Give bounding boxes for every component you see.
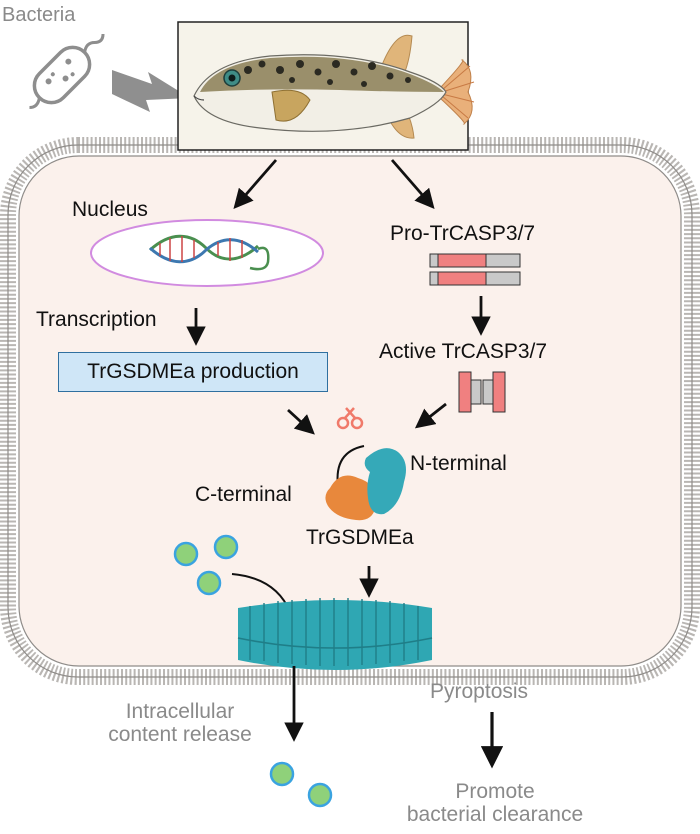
clearance-line1: Promote bbox=[455, 780, 535, 803]
content-release-line2: content release bbox=[108, 723, 252, 747]
nucleus-label: Nucleus bbox=[72, 198, 148, 221]
active-caspase-label: Active TrCASP3/7 bbox=[379, 340, 548, 363]
n-terminal-label: N-terminal bbox=[410, 452, 507, 475]
clearance-label: Promote bacterial clearance bbox=[390, 780, 600, 826]
vesicles-released bbox=[269, 761, 333, 808]
pyroptosis-label: Pyroptosis bbox=[430, 680, 529, 703]
arrow-production-to-gsdme bbox=[287, 408, 315, 435]
trgsdmea-label: TrGSDMEa bbox=[306, 526, 414, 549]
membrane-pore bbox=[237, 598, 433, 670]
content-release-line1: Intracellular bbox=[125, 700, 235, 723]
lightning-icon bbox=[112, 70, 190, 112]
dna-icon bbox=[148, 234, 270, 271]
pro-caspase-label: Pro-TrCASP3/7 bbox=[390, 222, 536, 245]
content-release-label: Intracellular content release bbox=[90, 700, 270, 746]
scissors-icon bbox=[336, 407, 364, 430]
c-terminal-label: C-terminal bbox=[195, 483, 292, 506]
pro-caspase-icon bbox=[429, 253, 521, 286]
pufferfish-illustration bbox=[177, 21, 475, 151]
clearance-line2: bacterial clearance bbox=[406, 803, 584, 827]
nucleus bbox=[90, 219, 324, 287]
transcription-label: Transcription bbox=[36, 308, 157, 331]
arrow-caspase-to-gsdme bbox=[414, 402, 447, 429]
arrow-fish-to-caspase bbox=[390, 159, 435, 209]
arrow-fish-to-nucleus bbox=[233, 159, 278, 209]
active-caspase-icon bbox=[458, 371, 506, 413]
vesicles-inside bbox=[173, 534, 239, 596]
bacterium-icon bbox=[29, 33, 105, 110]
trgsdmea-protein bbox=[325, 445, 406, 521]
bacteria-label: Bacteria bbox=[2, 4, 76, 26]
trgsdmea-production-box: TrGSDMEa production bbox=[58, 352, 328, 392]
